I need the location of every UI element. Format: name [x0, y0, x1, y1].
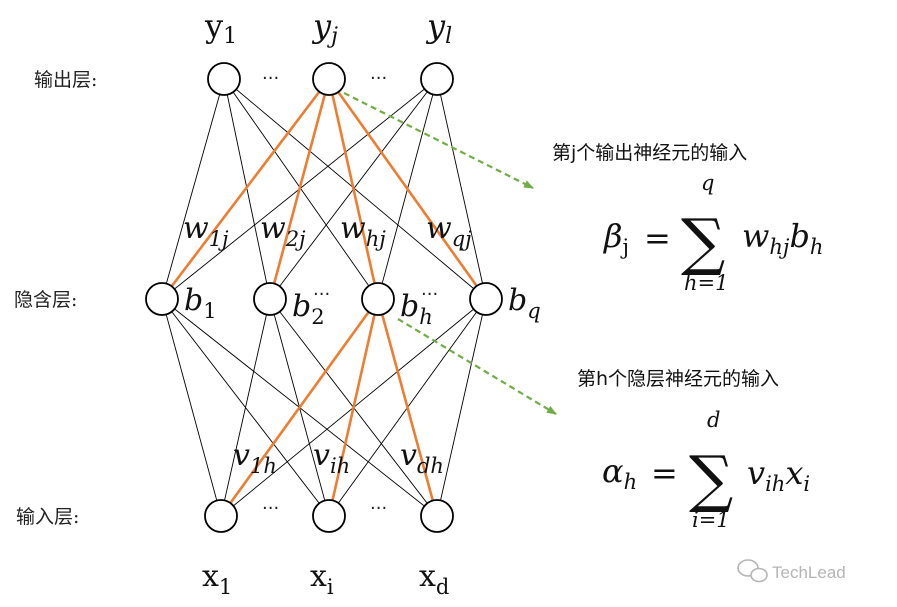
output-input-arrow [343, 92, 534, 189]
highlight-edge-hidden-input [376, 298, 439, 517]
alpha-lower-limit: i=1 [692, 508, 730, 532]
weight-w2j: w2j [260, 211, 306, 251]
output-label-l: yl [425, 7, 452, 49]
highlight-edge-output-hidden [268, 78, 331, 300]
weight-wqj: wqj [426, 211, 472, 251]
input-ellipsis-2: ··· [370, 498, 387, 519]
output-label-j: yj [311, 7, 338, 49]
input-label-i: xi [310, 559, 334, 599]
weight-vdh: vdh [400, 438, 444, 478]
hidden-input-caption: 第h个隐层神经元的输入 [577, 368, 779, 390]
output-node-1 [207, 62, 241, 96]
highlight-edge-output-hidden [327, 78, 380, 300]
beta-lower-limit: h=1 [684, 271, 728, 295]
input-label-d: xd [419, 559, 449, 599]
beta-term: whjbh [742, 217, 823, 259]
watermark: TechLead [737, 559, 846, 583]
hidden-label-1: b1 [184, 283, 217, 323]
edge-hidden-input [436, 298, 487, 517]
input-label-1: x1 [202, 559, 232, 599]
hidden-input-arrow [397, 318, 557, 415]
input-layer: ··· ··· [204, 498, 454, 533]
edge-output-hidden [223, 78, 487, 300]
input-ellipsis-1: ··· [262, 498, 279, 519]
weight-v1h: v1h [233, 438, 277, 478]
output-node-l [420, 62, 454, 96]
hidden-ellipsis-2: ··· [421, 284, 438, 305]
hidden-ellipsis-1: ··· [313, 284, 330, 305]
hidden-label-h: bh [400, 289, 433, 329]
output-input-caption: 第j个输出神经元的输入 [552, 142, 747, 164]
alpha-lhs: αh [602, 452, 637, 494]
beta-sigma: ∑ [681, 205, 725, 278]
alpha-sigma: ∑ [689, 442, 733, 515]
hidden-layer: ··· ··· [145, 282, 503, 316]
output-layer: ··· ··· [207, 62, 454, 96]
edge-output-hidden [223, 78, 379, 300]
output-ellipsis-1: ··· [262, 68, 279, 89]
beta-equals: = [644, 219, 671, 257]
highlight-edge-hidden-input [327, 298, 380, 517]
hidden-node-q [469, 282, 503, 316]
input-node-d [420, 499, 454, 533]
alpha-upper-limit: d [707, 408, 720, 432]
edge-hidden-input [161, 298, 222, 517]
edge-output-hidden [436, 78, 487, 300]
highlighted-connections [160, 78, 488, 517]
alpha-formula: αh = ∑ d i=1 vihxi [602, 408, 810, 532]
alpha-term: vihxi [747, 454, 810, 496]
output-label-1: y1 [204, 7, 237, 49]
highlight-edge-hidden-input [219, 298, 380, 517]
wechat-icon [737, 559, 768, 583]
alpha-equals: = [651, 454, 678, 492]
output-ellipsis-2: ··· [370, 68, 387, 89]
input-node-1 [204, 499, 238, 533]
highlight-edge-output-hidden [327, 78, 488, 300]
output-node-j [312, 62, 346, 96]
hidden-node-h [361, 282, 395, 316]
edge-output-hidden [161, 78, 225, 300]
hidden-node-1 [145, 282, 179, 316]
input-layer-label: 输入层: [16, 506, 79, 528]
hidden-label-q: bq [508, 283, 541, 323]
hidden-label-2: b2 [292, 289, 325, 329]
weight-whj: whj [340, 211, 386, 251]
beta-lhs: βj [603, 217, 629, 259]
output-layer-label: 输出层: [34, 69, 97, 91]
hidden-layer-label: 隐含层: [14, 289, 77, 311]
weight-w1j: w1j [183, 211, 229, 251]
highlight-edge-output-hidden [160, 78, 331, 300]
hidden-node-2 [253, 282, 287, 316]
watermark-text: TechLead [772, 563, 846, 582]
edge-hidden-input [220, 298, 271, 517]
beta-formula: βj = ∑ q h=1 whjbh [603, 171, 823, 295]
input-node-i [312, 499, 346, 533]
weight-vih: vih [313, 438, 350, 478]
beta-upper-limit: q [701, 171, 714, 195]
